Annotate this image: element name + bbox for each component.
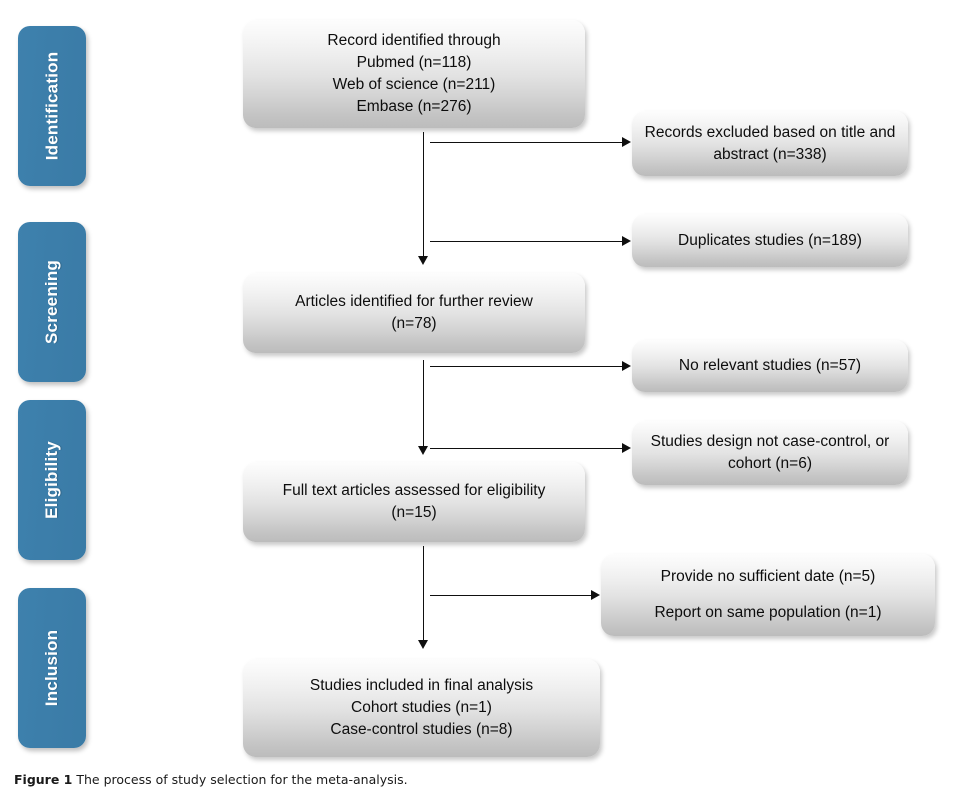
stage-tab-identification[interactable]: Identification (18, 26, 86, 186)
flow-box-records-identified[interactable]: Record identified through Pubmed (n=118)… (243, 20, 585, 128)
flow-box-full-text-assessed[interactable]: Full text articles assessed for eligibil… (243, 462, 585, 542)
connector-arrowhead-to-duplicate-studies (622, 236, 631, 246)
connector-vline-identification-to-screening (423, 132, 424, 258)
connector-arrowhead-screening-to-eligibility (418, 446, 428, 455)
figure-caption-text: The process of study selection for the m… (72, 772, 408, 787)
connector-hline-to-insufficient-data (430, 595, 593, 596)
flow-box-articles-further-review[interactable]: Articles identified for further review (… (243, 273, 585, 353)
flow-box-no-relevant-studies-text: No relevant studies (n=57) (678, 357, 862, 374)
flow-box-studies-included-text: Studies included in final analysis Cohor… (309, 677, 534, 738)
connector-hline-to-duplicate-studies (430, 241, 624, 242)
connector-hline-to-studies-design-not-eligible (430, 448, 624, 449)
stage-tab-screening[interactable]: Screening (18, 222, 86, 382)
flow-box-records-excluded-title-abstract[interactable]: Records excluded based on title and abst… (632, 111, 908, 176)
flow-box-studies-design-not-eligible-text: Studies design not case-control, or coho… (650, 433, 890, 472)
connector-arrowhead-to-records-excluded (622, 137, 631, 147)
connector-arrowhead-identification-to-screening (418, 256, 428, 265)
flow-box-no-relevant-studies[interactable]: No relevant studies (n=57) (632, 340, 908, 392)
flow-box-studies-design-not-eligible[interactable]: Studies design not case-control, or coho… (632, 421, 908, 485)
stage-tab-inclusion[interactable]: Inclusion (18, 588, 86, 748)
flow-box-articles-further-review-text: Articles identified for further review (… (295, 293, 533, 332)
connector-arrowhead-to-no-relevant-studies (622, 361, 631, 371)
flow-box-insufficient-data-same-population[interactable]: Provide no sufficient date (n=5) Report … (601, 554, 935, 636)
connector-hline-to-records-excluded (430, 142, 624, 143)
flow-box-records-identified-text: Record identified through Pubmed (n=118)… (327, 32, 501, 115)
stage-tab-eligibility-label: Eligibility (42, 441, 62, 519)
flow-box-duplicate-studies-text: Duplicates studies (n=189) (678, 231, 862, 249)
connector-arrowhead-to-insufficient-data (591, 590, 600, 600)
connector-arrowhead-to-studies-design-not-eligible (622, 443, 631, 453)
connector-vline-screening-to-eligibility (423, 360, 424, 448)
flow-box-full-text-assessed-text: Full text articles assessed for eligibil… (282, 482, 546, 521)
flow-box-duplicate-studies[interactable]: Duplicates studies (n=189) (632, 214, 908, 267)
connector-arrowhead-eligibility-to-inclusion (418, 640, 428, 649)
stage-tab-inclusion-label: Inclusion (42, 629, 62, 707)
figure-caption-label: Figure 1 (14, 772, 73, 787)
connector-vline-eligibility-to-inclusion (423, 546, 424, 642)
flow-box-records-excluded-title-abstract-text: Records excluded based on title and abst… (644, 123, 896, 163)
stage-tab-screening-label: Screening (42, 260, 61, 344)
stage-tab-eligibility[interactable]: Eligibility (18, 400, 86, 560)
connector-hline-to-no-relevant-studies (430, 366, 624, 367)
figure-caption: Figure 1 The process of study selection … (14, 772, 408, 787)
flow-box-insufficient-data-same-population-text: Provide no sufficient date (n=5) Report … (654, 567, 882, 621)
flow-box-studies-included[interactable]: Studies included in final analysis Cohor… (243, 659, 600, 757)
stage-tab-identification-label: Identification (42, 51, 62, 161)
